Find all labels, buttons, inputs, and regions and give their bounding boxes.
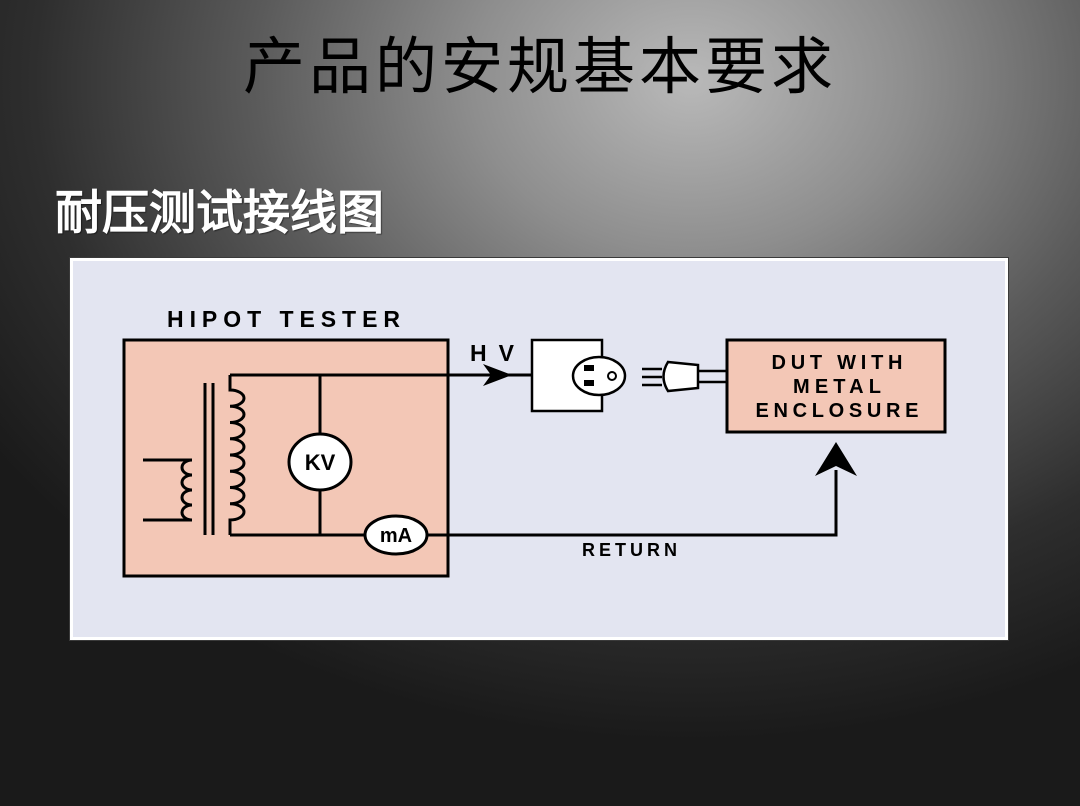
return-wire (427, 470, 838, 537)
transformer-primary-coil (143, 458, 193, 522)
diagram-panel: HIPOT TESTER HV KV mA RETURN (70, 258, 1008, 640)
kv-meter-label: KV (305, 450, 336, 475)
transformer-icon (143, 375, 246, 535)
hipot-wiring-diagram: HIPOT TESTER HV KV mA RETURN (122, 306, 947, 578)
outlet-slot-bottom (584, 380, 594, 386)
plug-prongs (642, 367, 662, 387)
hipot-tester-label: HIPOT TESTER (167, 306, 400, 332)
hv-arrow (483, 364, 512, 386)
outlet-icon (530, 338, 627, 413)
dut-label-line-2: METAL (793, 376, 881, 398)
hv-label: HV (470, 340, 515, 366)
outlet-face (571, 355, 627, 397)
plug-body (662, 360, 700, 393)
return-label: RETURN (582, 540, 677, 560)
outlet-ground-hole (607, 371, 617, 381)
return-arrow (815, 442, 857, 476)
ma-meter-label: mA (380, 525, 412, 547)
plug-icon (642, 360, 727, 393)
transformer-core (203, 383, 215, 535)
dut-label-line-1: DUT WITH (772, 352, 903, 374)
slide-title: 产品的安规基本要求 (242, 30, 837, 103)
plug-cord (698, 369, 727, 384)
transformer-secondary-coil (228, 375, 246, 535)
outlet-slot-top (584, 365, 594, 371)
slide-subtitle: 耐压测试接线图 (55, 186, 384, 241)
dut-box (725, 338, 947, 434)
dut-label-line-3: ENCLOSURE (756, 400, 919, 422)
